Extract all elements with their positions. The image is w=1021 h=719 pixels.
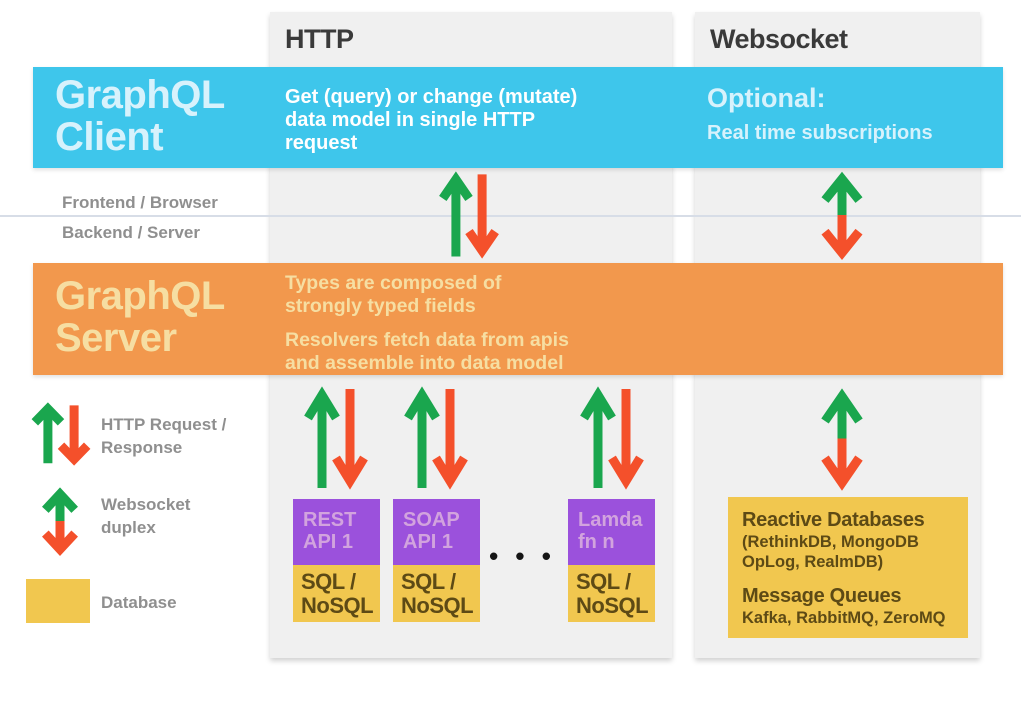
frontend-backend-divider bbox=[0, 215, 1021, 217]
rest-api-box: REST API 1 bbox=[293, 499, 380, 565]
http-request-response-arrows-icon bbox=[405, 385, 467, 491]
http-request-response-arrows-icon bbox=[32, 403, 90, 465]
graphql-client-title: GraphQL Client bbox=[55, 73, 225, 159]
soap-api-stack: SOAP API 1 SQL / NoSQL bbox=[393, 499, 480, 622]
sql-nosql-box: SQL / NoSQL bbox=[568, 565, 655, 622]
server-notes: Types are composed of strongly typed fie… bbox=[285, 272, 569, 375]
client-websocket-note-body: Real time subscriptions bbox=[707, 122, 933, 144]
sql-nosql-box: SQL / NoSQL bbox=[393, 565, 480, 622]
reactive-databases-title: Reactive Databases bbox=[742, 509, 925, 531]
server-note-types: Types are composed of strongly typed fie… bbox=[285, 272, 502, 317]
http-column-header: HTTP bbox=[285, 24, 354, 54]
websocket-duplex-arrow-icon bbox=[41, 488, 79, 554]
message-queues-title: Message Queues bbox=[742, 585, 902, 607]
websocket-duplex-arrow-icon bbox=[820, 171, 864, 259]
reactive-databases-box: Reactive Databases (RethinkDB, MongoDB O… bbox=[728, 497, 968, 638]
websocket-column-header: Websocket bbox=[710, 24, 848, 54]
client-websocket-note-title: Optional: bbox=[707, 83, 826, 113]
legend-database-label: Database bbox=[101, 593, 177, 612]
lamda-fn-stack: Lamda fn n SQL / NoSQL bbox=[568, 499, 655, 622]
lamda-fn-box: Lamda fn n bbox=[568, 499, 655, 565]
http-request-response-arrows-icon bbox=[305, 385, 367, 491]
rest-api-stack: REST API 1 SQL / NoSQL bbox=[293, 499, 380, 622]
backend-layer-label: Backend / Server bbox=[62, 223, 200, 242]
http-request-response-arrows-icon bbox=[581, 385, 643, 491]
graphql-server-title: GraphQL Server bbox=[55, 274, 225, 360]
graphql-server-band: GraphQL Server Types are composed of str… bbox=[33, 263, 1003, 375]
legend-websocket-duplex-label: Websocket duplex bbox=[101, 495, 191, 537]
frontend-layer-label: Frontend / Browser bbox=[62, 193, 218, 212]
graphql-client-band: GraphQL Client Get (query) or change (mu… bbox=[33, 67, 1003, 168]
http-request-response-arrows-icon bbox=[440, 171, 498, 259]
client-http-note: Get (query) or change (mutate) data mode… bbox=[285, 86, 578, 154]
ellipsis-dots: • • • bbox=[489, 541, 551, 571]
soap-api-box: SOAP API 1 bbox=[393, 499, 480, 565]
sql-nosql-box: SQL / NoSQL bbox=[293, 565, 380, 622]
websocket-duplex-arrow-icon bbox=[820, 387, 864, 490]
server-note-resolvers: Resolvers fetch data from apis and assem… bbox=[285, 329, 569, 374]
legend-http-request-response-label: HTTP Request / Response bbox=[101, 415, 227, 457]
reactive-databases-examples: (RethinkDB, MongoDB OpLog, RealmDB) bbox=[742, 533, 919, 571]
message-queues-examples: Kafka, RabbitMQ, ZeroMQ bbox=[742, 609, 946, 627]
client-websocket-note: Optional: Real time subscriptions bbox=[707, 83, 933, 145]
database-swatch bbox=[26, 579, 90, 623]
